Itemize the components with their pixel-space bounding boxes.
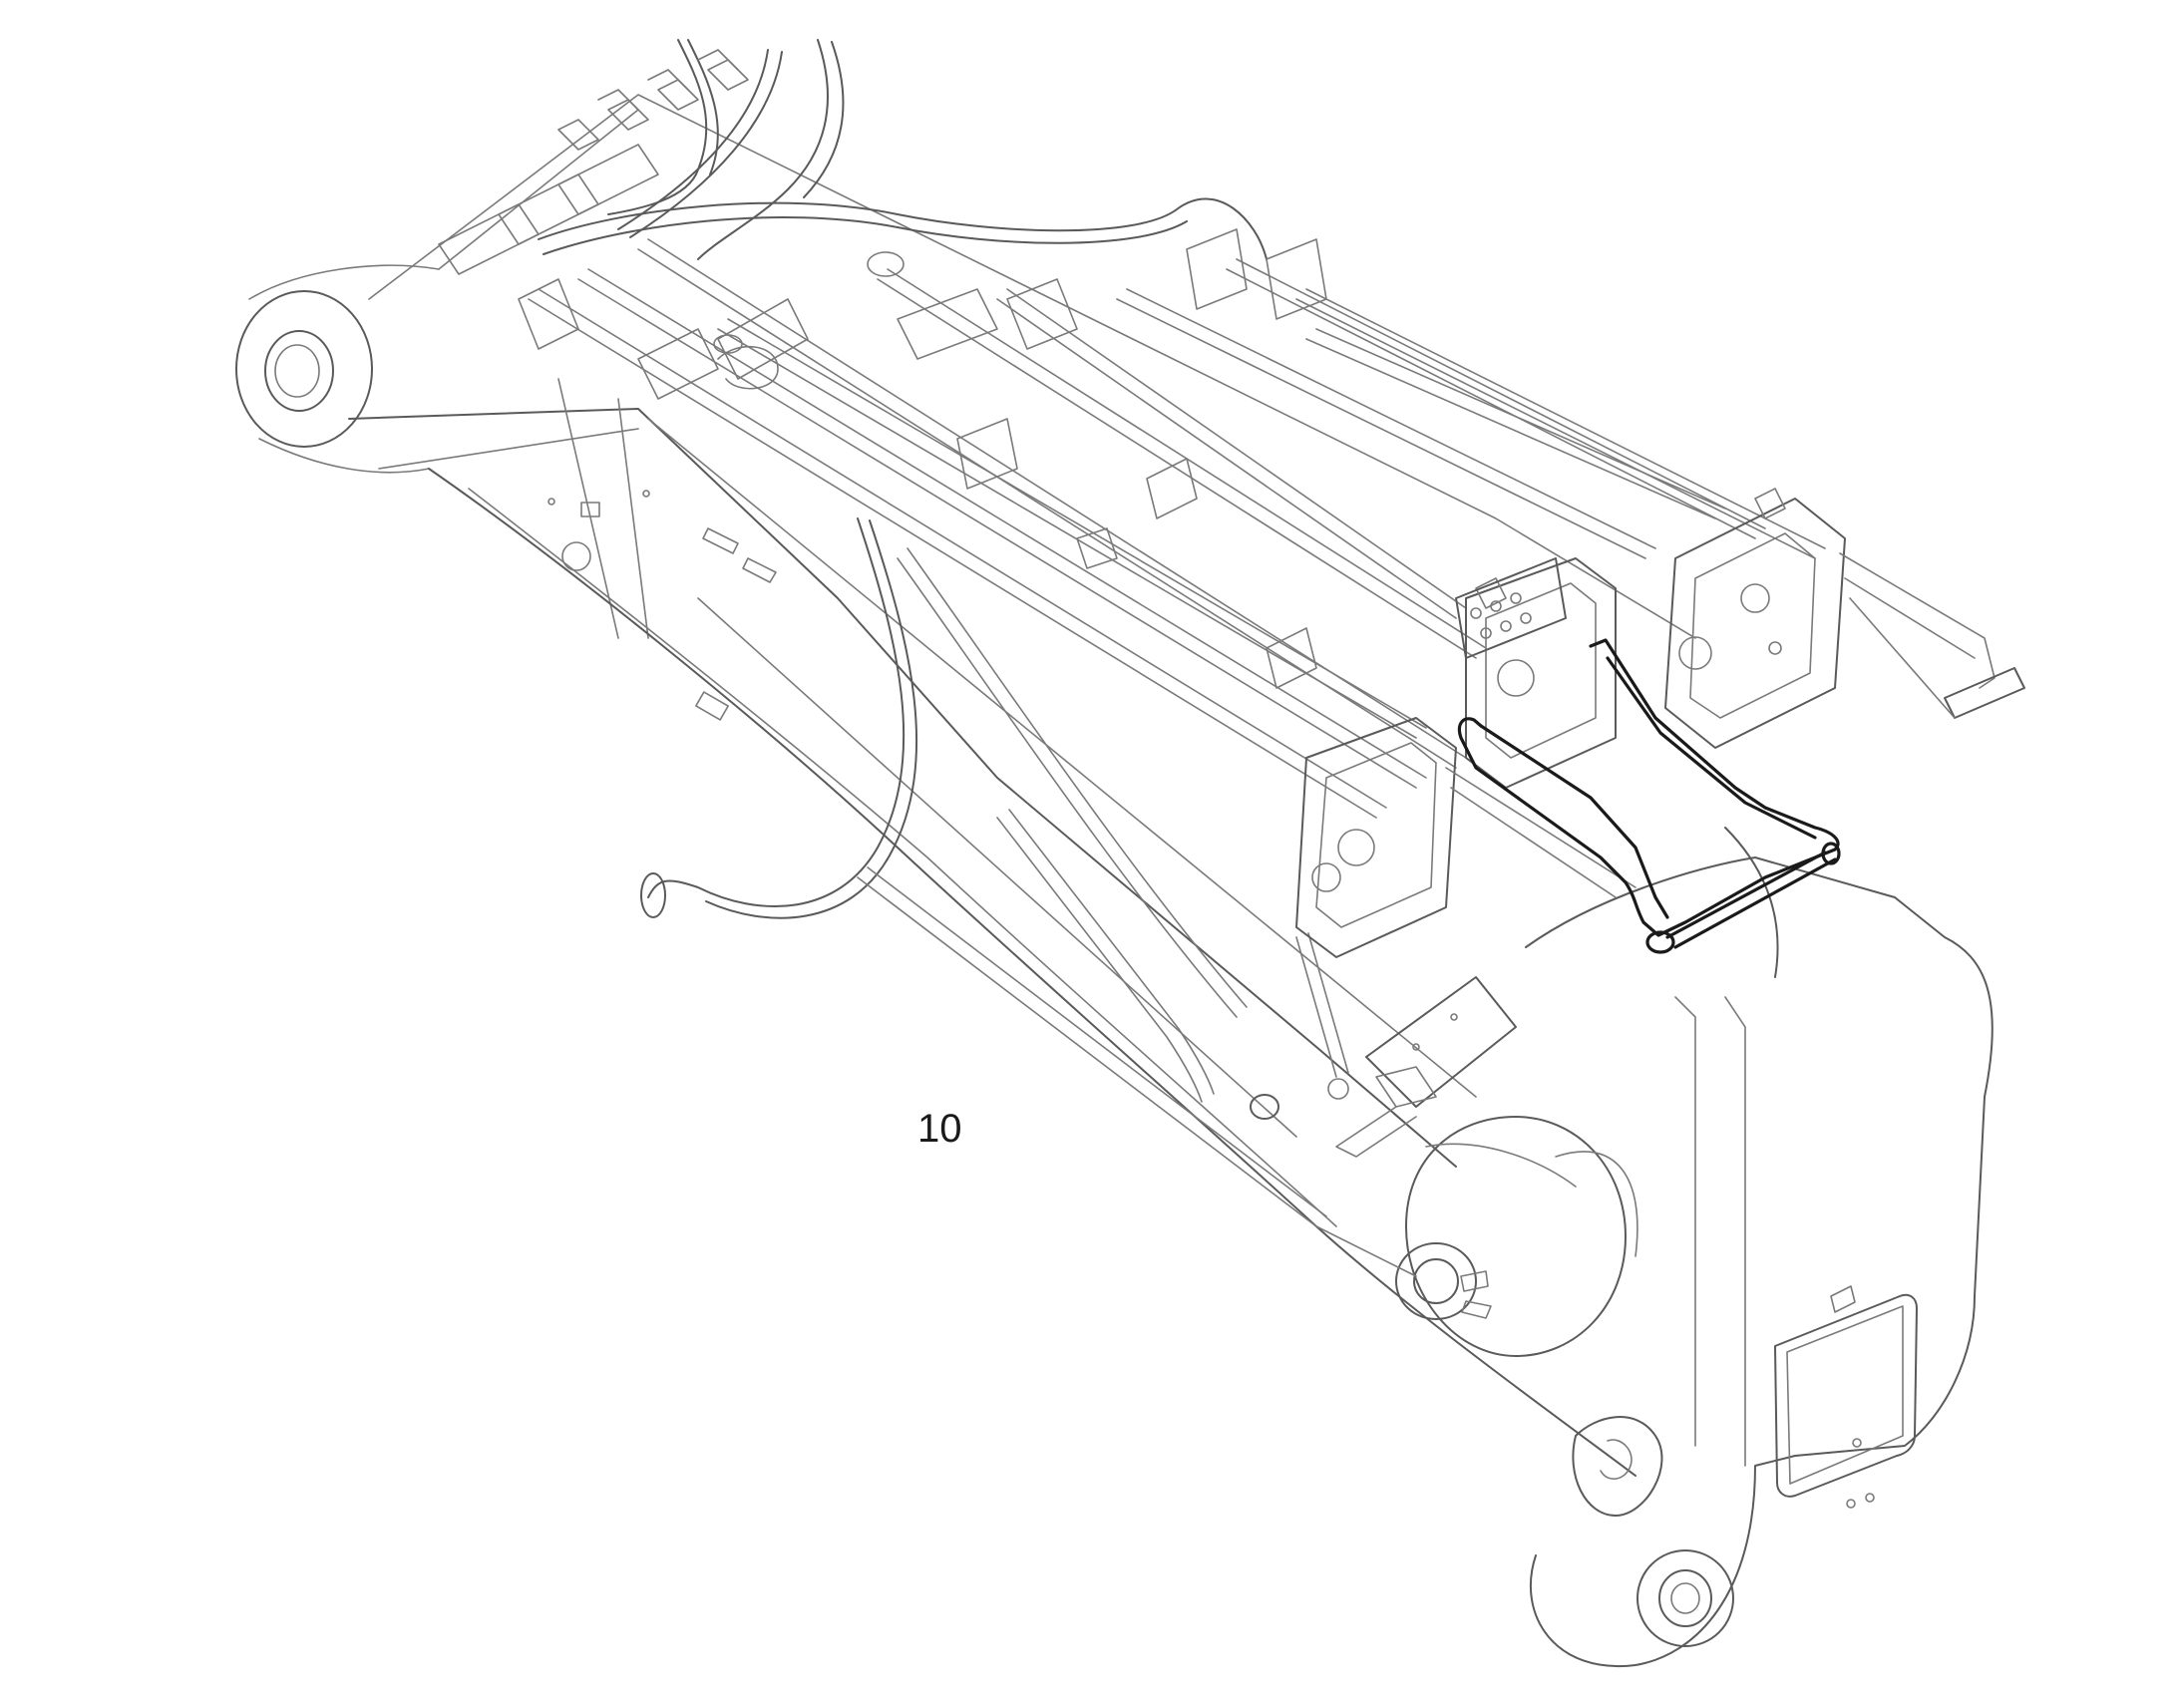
- highlighted-bracket: [1457, 638, 1841, 954]
- callouts: 10: [917, 1107, 962, 1151]
- valve-blocks: [1295, 488, 2025, 958]
- boom-front-end: [1335, 827, 1994, 1668]
- tube-clamps: [438, 49, 1327, 689]
- callout-label: 10: [917, 1107, 962, 1151]
- boom-body: [235, 94, 1696, 1477]
- hydraulic-tubes: [528, 39, 1826, 1277]
